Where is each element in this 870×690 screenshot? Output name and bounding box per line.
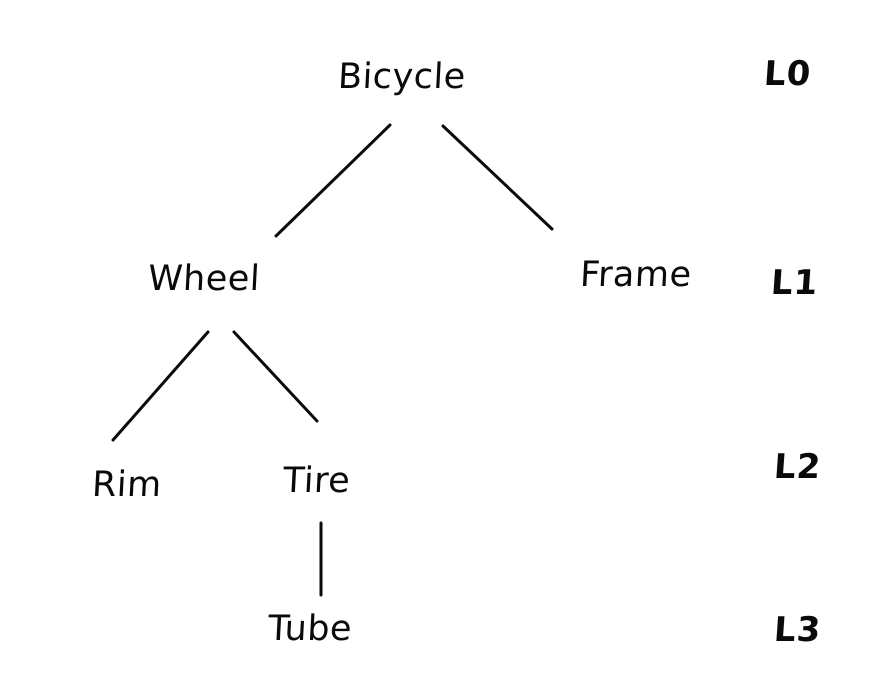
level-label-l1: L1 [769,263,820,303]
node-wheel: Wheel [146,259,262,299]
level-label-l2: L2 [772,447,823,487]
node-bicycle: Bicycle [336,57,467,97]
node-tube: Tube [266,609,354,649]
edge-bicycle-wheel [274,123,392,238]
node-rim: Rim [90,465,163,505]
edge-bicycle-frame [441,124,554,231]
node-frame: Frame [578,255,693,295]
level-label-l3: L3 [772,610,823,650]
edge-wheel-rim [111,330,210,442]
node-tire: Tire [281,461,352,501]
level-label-l0: L0 [762,54,813,94]
edge-wheel-tire [232,330,319,423]
